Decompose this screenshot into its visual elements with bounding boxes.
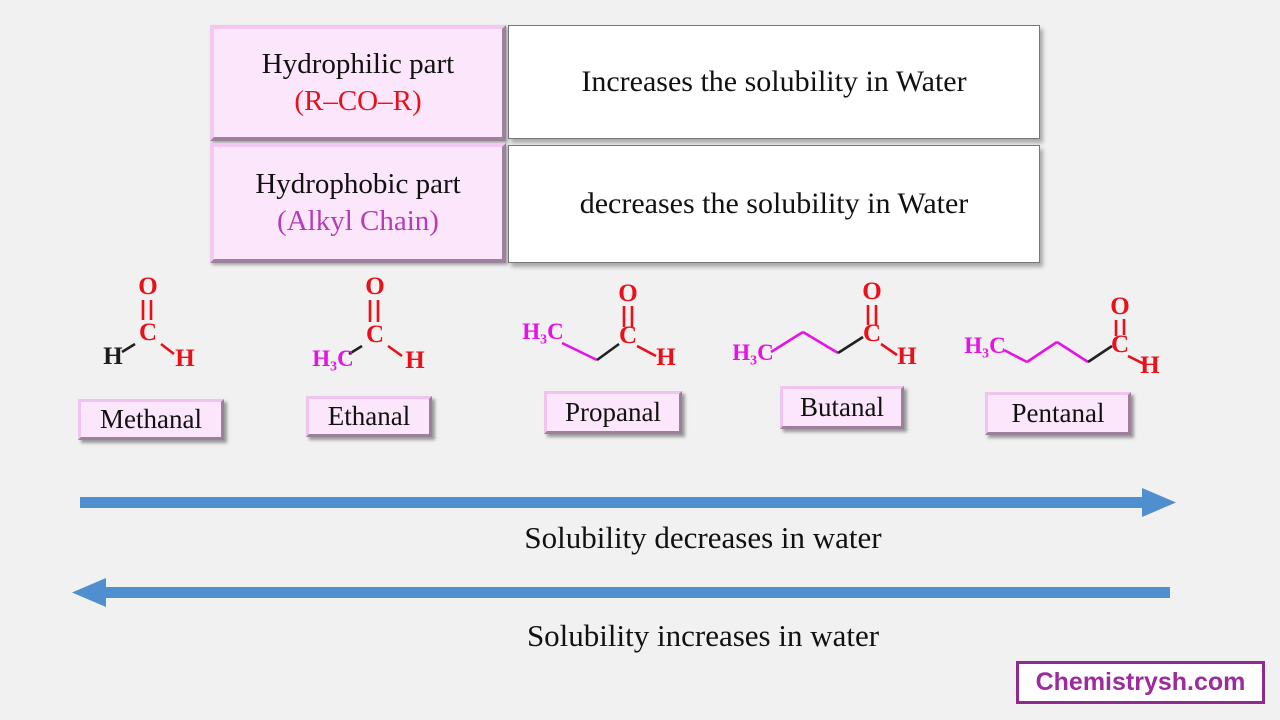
hydrophilic-effect-cell: Increases the solubility in Water (508, 25, 1040, 139)
c-h-bond (121, 342, 136, 354)
aldehyde-h-atom: H (1140, 352, 1160, 379)
aldehyde-h-bond (160, 342, 175, 356)
hydrophilic-cell: Hydrophilic part (R–CO–R) (210, 25, 506, 141)
increase-caption: Solubility increases in water (526, 618, 880, 653)
hydrophobic-title: Hydrophobic part (255, 168, 461, 200)
decrease-caption: Solubility decreases in water (524, 520, 882, 555)
ethanal-structure: O C H₃C H (312, 273, 425, 374)
methyl-group: H₃C (733, 340, 774, 365)
aldehyde-h-bond (1127, 354, 1145, 366)
propanal-structure: O C H₃C H (522, 280, 676, 371)
c-c-bond (837, 335, 864, 355)
hydrophilic-formula: (R–CO–R) (294, 85, 422, 117)
pentanal-label: Pentanal (985, 392, 1131, 435)
aldehyde-h-bond (636, 344, 657, 358)
c-c-bond (1087, 344, 1113, 364)
alkyl-chain-bond (561, 341, 598, 362)
methanal-structure: O C H H (103, 273, 195, 372)
carbonyl-carbon: C (619, 322, 637, 349)
solubility-increase-arrow (72, 578, 1170, 607)
aldehyde-h-bond (880, 342, 898, 357)
chain-end-atom: H (103, 343, 123, 370)
oxygen-atom: O (365, 273, 384, 300)
hydrophilic-title: Hydrophilic part (261, 48, 455, 80)
c-c-bond (348, 344, 363, 356)
methyl-group: H₃C (964, 333, 1005, 358)
oxygen-atom: O (1110, 293, 1129, 320)
hydrophobic-effect-cell: decreases the solubility in Water (508, 145, 1040, 263)
aldehyde-h-atom: H (405, 347, 425, 374)
oxygen-atom: O (138, 273, 157, 300)
carbonyl-carbon: C (139, 319, 157, 346)
aldehyde-h-atom: H (175, 345, 195, 372)
solubility-decrease-arrow (80, 488, 1176, 517)
methyl-group: H₃C (522, 319, 563, 344)
site-badge: Chemistrysh.com (1016, 661, 1265, 704)
aldehyde-h-atom: H (897, 343, 917, 370)
hydrophobic-formula: (Alkyl Chain) (277, 205, 439, 237)
oxygen-atom: O (862, 278, 881, 305)
aldehyde-h-bond (387, 344, 403, 358)
butanal-structure: O C H₃C H (733, 278, 917, 370)
butanal-label: Butanal (780, 386, 904, 429)
carbonyl-carbon: C (366, 321, 384, 348)
methanal-label: Methanal (78, 399, 224, 440)
carbonyl-carbon: C (863, 320, 881, 347)
propanal-label: Propanal (544, 391, 682, 434)
hydrophobic-cell: Hydrophobic part (Alkyl Chain) (210, 143, 506, 263)
pentanal-structure: O C H₃C H (964, 293, 1160, 379)
carbonyl-carbon: C (1111, 331, 1129, 358)
alkyl-chain-bond (770, 330, 804, 354)
methyl-group: H₃C (312, 346, 353, 371)
oxygen-atom: O (618, 280, 637, 307)
alkyl-chain-bond (1003, 348, 1028, 364)
aldehyde-h-atom: H (656, 344, 676, 371)
ethanal-label: Ethanal (306, 396, 432, 437)
c-c-bond (596, 342, 620, 362)
